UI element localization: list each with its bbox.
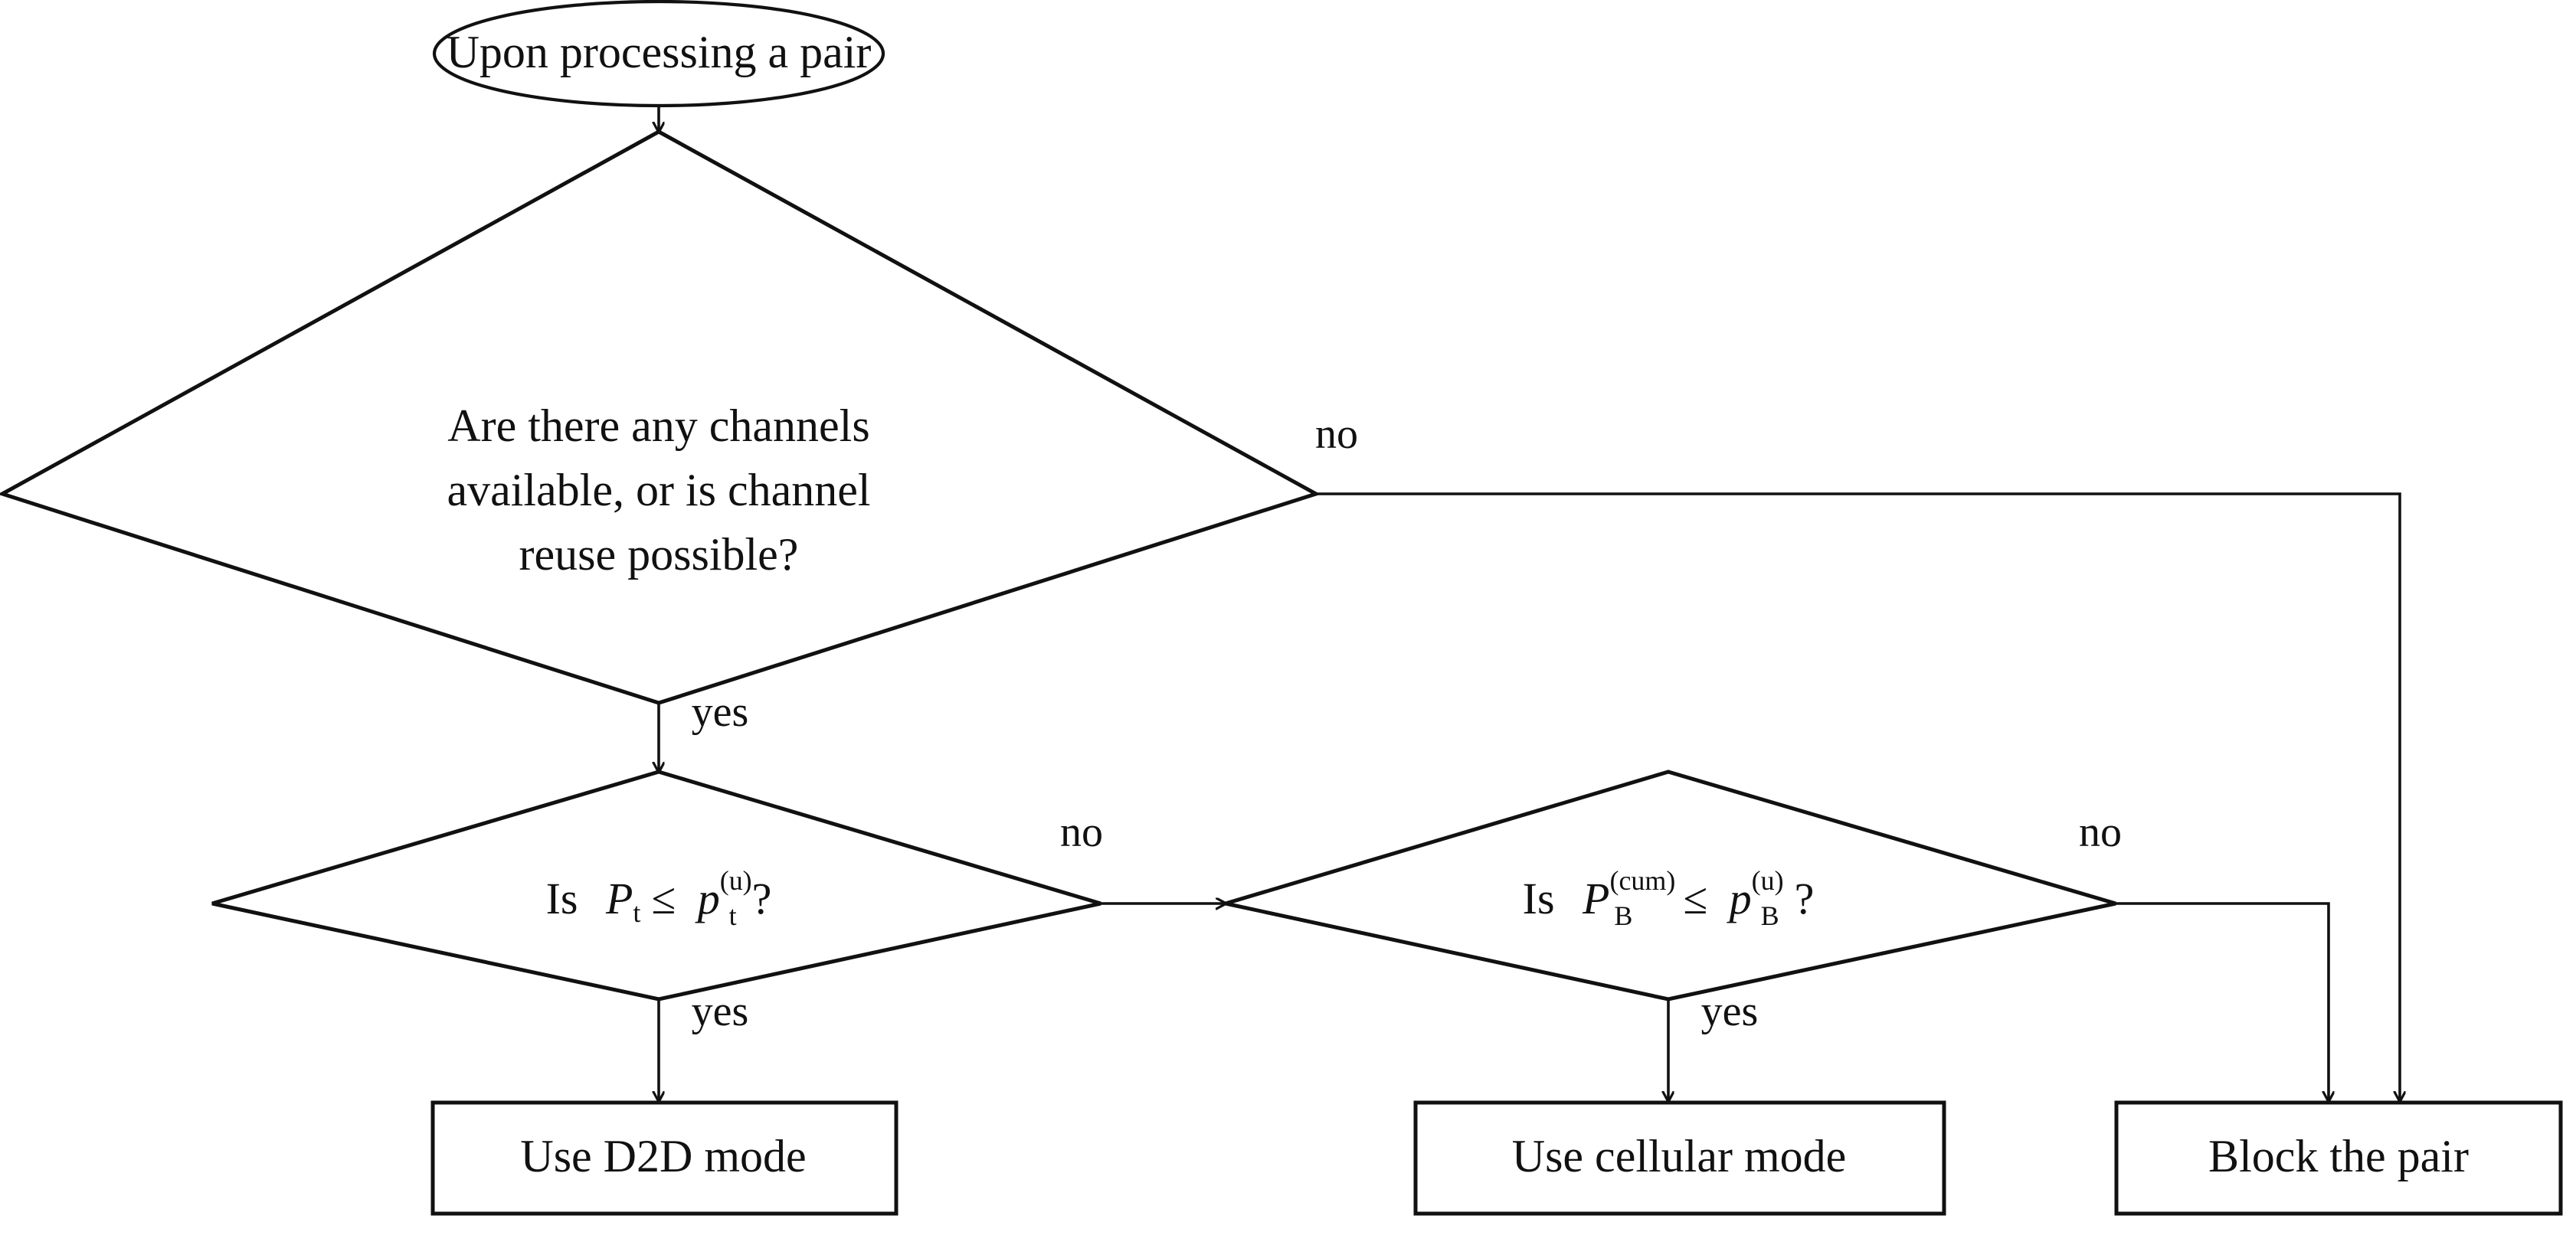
decision-pt-lhs-base: P (605, 874, 633, 923)
decision-channels-label-line1: Are there any channels (447, 400, 869, 451)
edge-label-pb-yes: yes (1701, 988, 1759, 1035)
decision-pt-label: Is Pt ≤ p(u) t? (546, 865, 772, 931)
edge-label-pb-no: no (2079, 809, 2122, 856)
decision-pt-rhs-sub: t (729, 900, 737, 931)
decision-pt-suffix: ? (752, 874, 772, 923)
block-pair-box (2114, 1100, 2563, 1216)
edge-label-pt-no: no (1060, 809, 1103, 856)
decision-pb-suffix: ? (1795, 874, 1815, 923)
decision-pb-lhs-base: P (1582, 874, 1609, 923)
decision-pt-lhs-sub: t (633, 897, 640, 928)
start-oval (432, 0, 885, 108)
decision-pb-rhs-sub: B (1761, 900, 1779, 931)
edge-label-pt-yes: yes (692, 988, 749, 1035)
decision-channels-label-line2: available, or is channel (447, 465, 870, 515)
use-d2d-box (430, 1100, 898, 1216)
decision-pb-lhs-sub: B (1614, 900, 1632, 931)
decision-pt-diamond (211, 770, 1101, 1002)
decision-pb-lhs-sup: (cum) (1609, 865, 1675, 896)
use-cellular-label: Use cellular mode (1512, 1131, 1847, 1181)
edge-label-channels-yes: yes (692, 688, 749, 736)
decision-pb-rhs-base: p (1727, 874, 1752, 923)
edge-channels-no-to-block (1316, 492, 2400, 1101)
decision-channels-label-line3: reuse possible? (519, 529, 799, 580)
decision-pt-prefix: Is (546, 874, 578, 923)
decision-pb-operator: ≤ (1683, 874, 1707, 923)
decision-pb-prefix: Is (1523, 874, 1555, 923)
decision-pb-label: Is P(cum) B ≤ p(u) B? (1523, 865, 1815, 931)
decision-pb-rhs-sup: (u) (1752, 865, 1784, 896)
decision-channels-diamond (0, 129, 1321, 705)
edge-pb-no-to-block (2116, 902, 2329, 1101)
decision-pt-operator: ≤ (651, 874, 676, 923)
block-pair-label: Block the pair (2208, 1131, 2469, 1181)
start-label: Upon processing a pair (447, 27, 872, 77)
edge-label-channels-no: no (1315, 410, 1358, 458)
use-d2d-label: Use D2D mode (520, 1131, 806, 1181)
decision-pt-rhs-base: p (695, 874, 720, 923)
use-cellular-box (1413, 1100, 1946, 1216)
decision-pb-diamond (1225, 770, 2116, 1002)
decision-pt-rhs-sup: (u) (720, 865, 752, 896)
